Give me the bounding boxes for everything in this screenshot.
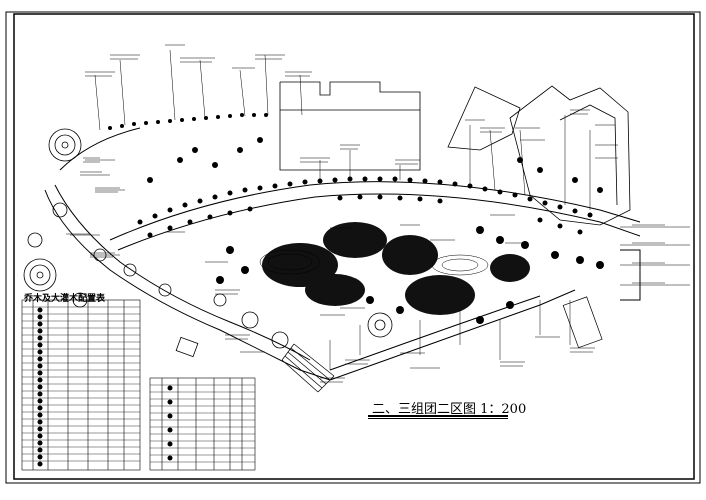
right-buildings xyxy=(447,85,631,226)
title-underline xyxy=(368,415,508,417)
legend-table-1-symbols xyxy=(37,307,43,467)
legend-table-2-rows xyxy=(150,384,255,463)
main-path xyxy=(44,127,641,381)
legend-table-2 xyxy=(149,377,256,471)
stairs xyxy=(281,343,335,393)
row-trees xyxy=(108,113,593,238)
pavilion xyxy=(175,336,199,358)
building-outline xyxy=(279,81,421,171)
legend-table-2-symbols xyxy=(167,385,173,461)
leader-lines xyxy=(70,49,690,370)
legend-table-1-rows xyxy=(22,306,140,462)
outer-frame xyxy=(5,11,701,484)
legend-title: 乔木及大灌木配置表 xyxy=(24,294,106,304)
title-underline-thin xyxy=(368,418,508,419)
lawn-contours xyxy=(259,249,489,276)
dense-tree-clusters xyxy=(262,222,530,315)
right-stairs xyxy=(562,296,603,349)
drawing-title: 二、三组团二区图 1：200 xyxy=(372,402,527,417)
legend-table-1 xyxy=(21,299,141,471)
inner-frame xyxy=(13,13,695,480)
plant-annotations xyxy=(66,44,665,383)
scattered-shrubs xyxy=(147,137,604,324)
